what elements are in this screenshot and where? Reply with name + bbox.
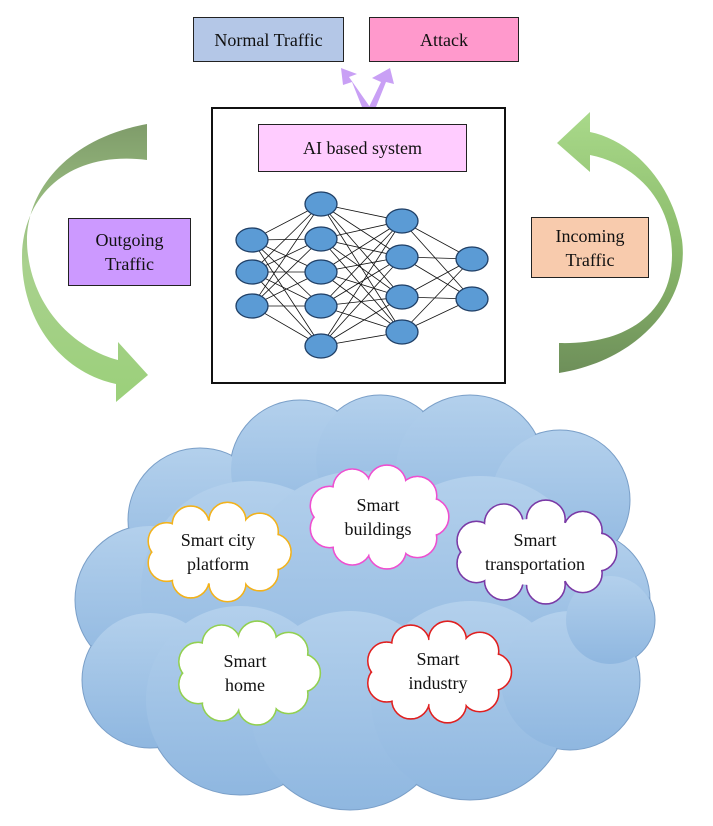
cloud-lobe — [566, 576, 654, 664]
nn-edge — [320, 238, 403, 333]
domain-cloud — [178, 620, 322, 726]
nn-edge — [251, 203, 322, 307]
nn-node — [304, 191, 338, 217]
smart-transportation-label: Smart transportation — [485, 530, 585, 574]
nn-edge — [320, 220, 403, 307]
cloud-bump-fill — [173, 506, 209, 543]
smart-home-label: Smart home — [223, 651, 267, 695]
attack-label: Attack — [369, 17, 519, 62]
nn-edge — [320, 203, 403, 258]
nn-node — [385, 284, 419, 310]
cloud-bump-fill — [527, 500, 565, 538]
nn-node — [455, 286, 489, 312]
nn-edge — [251, 239, 322, 347]
cloud-bump-fill — [527, 566, 565, 604]
cloud-bump-fill — [564, 554, 602, 592]
cloud-bump-fill — [399, 519, 436, 557]
nn-node — [385, 244, 419, 270]
cloud-bump-fill — [564, 512, 602, 550]
nn-node — [235, 227, 269, 253]
normal-traffic-label: Normal Traffic — [193, 17, 344, 62]
cloud-bump-fill — [368, 531, 406, 569]
iot-domain-clouds — [147, 464, 618, 726]
nn-edge — [251, 271, 322, 347]
nn-node — [385, 319, 419, 345]
nn-edge — [251, 203, 322, 273]
nn-edge — [320, 220, 403, 347]
cloud-bump-fill — [485, 562, 523, 600]
curved-arrow-icon — [557, 112, 683, 373]
nn-node — [235, 293, 269, 319]
nn-node — [455, 246, 489, 272]
nn-edge — [251, 238, 322, 307]
nn-node — [304, 226, 338, 252]
nn-edge — [401, 258, 473, 333]
nn-node — [304, 293, 338, 319]
cloud-bump-fill — [270, 633, 308, 671]
cloud-bump-fill — [203, 625, 240, 663]
neural-network — [235, 191, 489, 359]
cloud-bump-fill — [333, 469, 371, 507]
cloud-bump-fill — [209, 503, 246, 539]
cloud-bump-fill — [399, 477, 436, 515]
cloud-bump-fill — [429, 685, 466, 722]
curved-arrow-icon — [22, 124, 148, 402]
iot-cloud — [74, 394, 656, 811]
nn-node — [385, 208, 419, 234]
cloud-bump-fill — [368, 465, 406, 503]
nn-edge — [320, 238, 403, 298]
cloud-bump-fill — [429, 622, 466, 659]
cloud-bump-fill — [461, 674, 498, 711]
nn-node — [304, 259, 338, 285]
ai-system-title: AI based system — [258, 124, 467, 172]
nn-node — [235, 259, 269, 285]
nn-node — [304, 333, 338, 359]
nn-edge — [320, 203, 403, 298]
outgoing-traffic-label: Outgoing Traffic — [68, 218, 191, 286]
cloud-bump-fill — [457, 522, 495, 560]
smart-buildings-label: Smart buildings — [344, 495, 412, 539]
smart-city-platform-label: Smart city platform — [180, 530, 256, 574]
cloud-bump-fill — [461, 633, 498, 670]
domain-cloud — [456, 499, 618, 605]
domain-cloud — [147, 501, 292, 603]
nn-edge — [320, 296, 403, 347]
cloud-bump-fill — [209, 565, 246, 601]
incoming-traffic-label: Incoming Traffic — [531, 217, 649, 278]
cloud-bump-fill — [238, 621, 276, 659]
cloud-bump-fill — [238, 687, 276, 725]
cloud-bump-fill — [242, 554, 278, 590]
domain-cloud — [309, 464, 450, 570]
cloud-bump-fill — [270, 675, 308, 713]
smart-industry-label: Smart industry — [408, 649, 468, 693]
nn-edge — [401, 220, 473, 300]
nn-edge — [320, 220, 403, 273]
cloud-bump-fill — [392, 625, 429, 662]
cloud-bump-fill — [485, 504, 523, 542]
cloud-bump-fill — [242, 514, 278, 550]
domain-cloud — [366, 620, 513, 724]
nn-edge — [320, 256, 403, 347]
nn-edge — [320, 256, 403, 307]
upward-arrow-icon — [341, 68, 394, 107]
